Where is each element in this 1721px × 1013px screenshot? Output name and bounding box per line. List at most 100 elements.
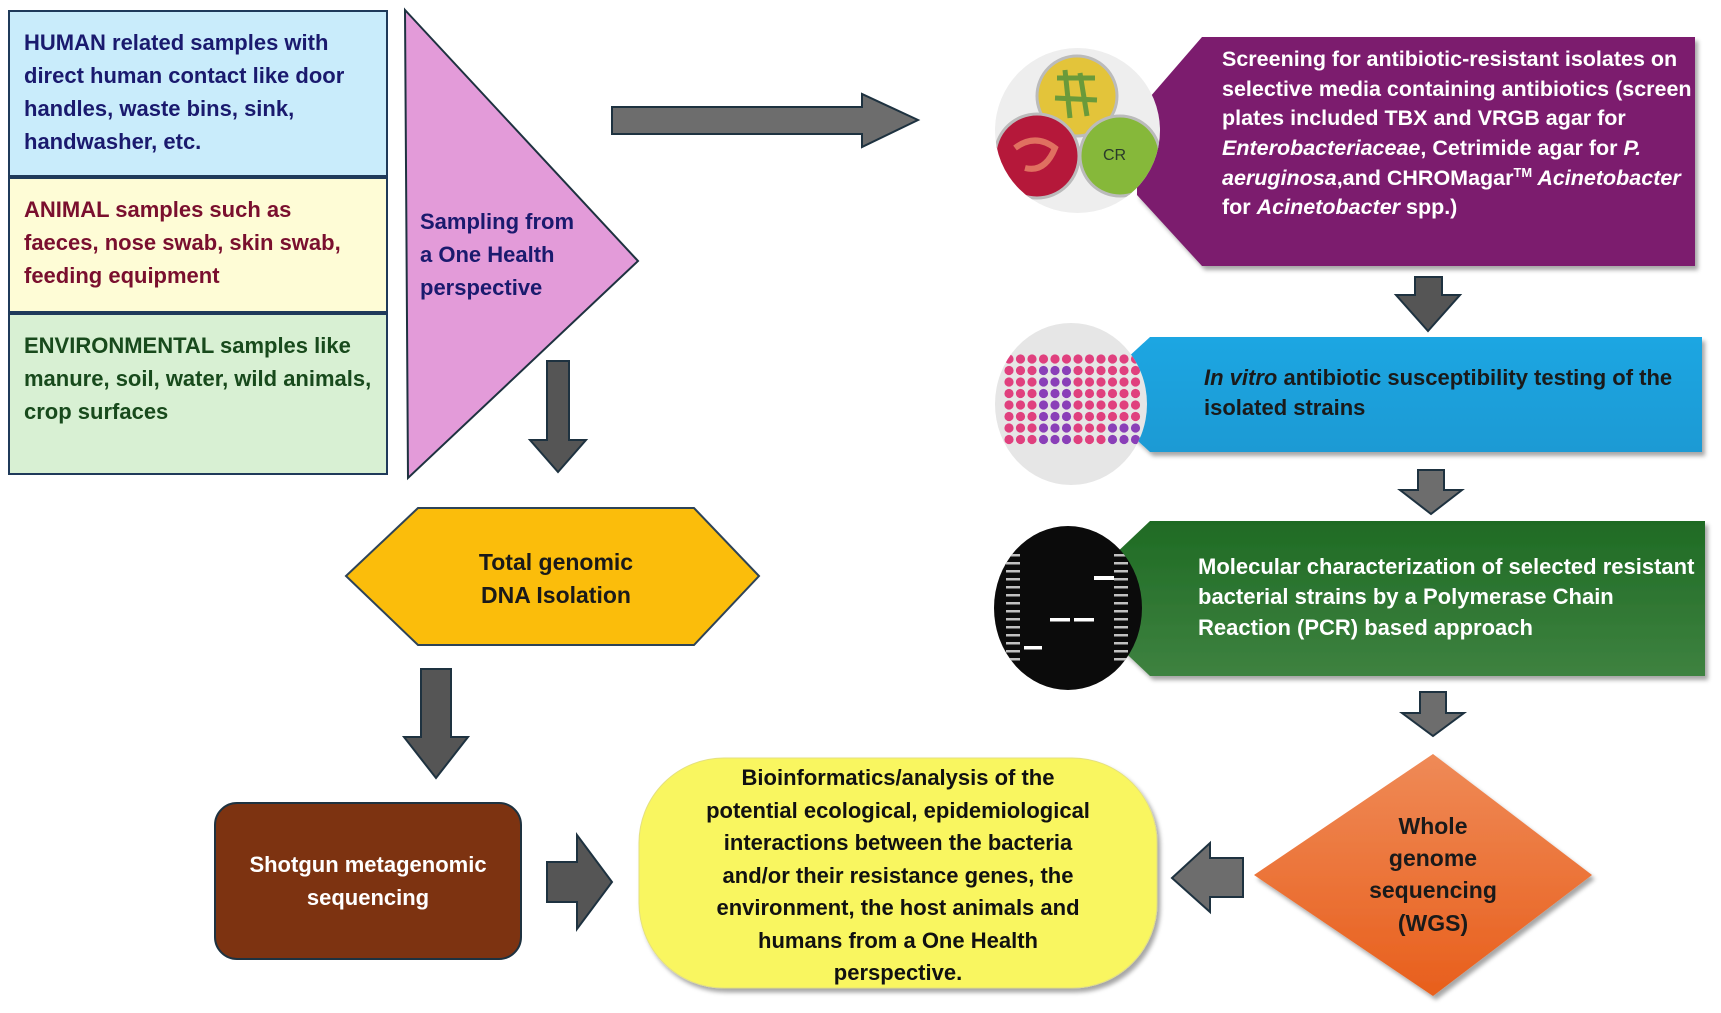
shotgun-box bbox=[214, 802, 522, 960]
plate-well bbox=[1004, 400, 1014, 410]
gel-band bbox=[1114, 642, 1128, 645]
gel-band bbox=[1006, 650, 1020, 653]
plate-well bbox=[1061, 400, 1072, 410]
plate-well bbox=[1130, 434, 1141, 445]
shotgun-line: sequencing bbox=[306, 885, 430, 910]
plate-well bbox=[1107, 377, 1118, 387]
susceptibility-italic: In vitro bbox=[1204, 365, 1278, 390]
gel-band bbox=[1114, 634, 1128, 637]
shotgun-line: Shotgun metagenomic bbox=[249, 852, 487, 877]
bio-line: Bioinformatics/analysis of the bbox=[741, 765, 1055, 790]
plate-well bbox=[1027, 423, 1037, 433]
susceptibility-text: antibiotic susceptibility testing of the… bbox=[1204, 365, 1673, 421]
gel-band bbox=[1006, 554, 1020, 557]
arrow-down-to-shotgun bbox=[401, 668, 471, 780]
plate-well bbox=[1061, 388, 1072, 399]
plate-well bbox=[1096, 400, 1106, 410]
gel-band bbox=[1006, 610, 1020, 613]
plate-well bbox=[1050, 365, 1060, 376]
wgs-diamond bbox=[1254, 754, 1592, 996]
gel-band bbox=[1114, 570, 1128, 573]
plate-well bbox=[1096, 377, 1106, 387]
molecular-box bbox=[1112, 521, 1705, 676]
source-animal-box: ANIMAL samples such as faeces, nose swab… bbox=[8, 177, 388, 313]
gel-band bbox=[1114, 578, 1128, 581]
plate-well bbox=[1015, 400, 1026, 410]
dna-isolation-label: Total genomic DNA Isolation bbox=[418, 546, 694, 613]
plate-well bbox=[1004, 411, 1014, 422]
plate-well bbox=[1061, 423, 1072, 433]
gel-band bbox=[1006, 570, 1020, 573]
plate-well bbox=[1050, 423, 1060, 433]
plate-well bbox=[1107, 365, 1118, 376]
bio-line: humans from a One Health bbox=[758, 927, 1038, 953]
screening-italic: Enterobacteriaceae bbox=[1222, 135, 1421, 160]
bio-line: potential ecological, epidemiological bbox=[706, 797, 1090, 823]
plate-well bbox=[1130, 388, 1141, 399]
plate-well bbox=[1038, 434, 1049, 445]
plate-well bbox=[1119, 388, 1129, 399]
gel-band bbox=[1006, 602, 1020, 605]
screening-text: Screening for antibiotic-resistant isola… bbox=[1222, 47, 1692, 131]
plate-well bbox=[1084, 434, 1095, 445]
gel-band bbox=[1094, 576, 1114, 580]
gel-band bbox=[1006, 626, 1020, 629]
screening-text: ,and CHROMagar bbox=[1336, 165, 1514, 190]
plate-well bbox=[1130, 423, 1141, 433]
human-text: related samples with direct human contac… bbox=[24, 30, 345, 154]
plate-well bbox=[1073, 400, 1083, 410]
plate-well bbox=[1015, 434, 1026, 445]
plate-well bbox=[1015, 365, 1026, 376]
plate-well bbox=[1096, 423, 1106, 433]
plate-well bbox=[1119, 423, 1129, 433]
environmental-label: ENVIRONMENTAL bbox=[24, 333, 214, 358]
plate-well bbox=[1084, 423, 1095, 433]
plate-well bbox=[1038, 377, 1049, 387]
plate-well bbox=[1038, 354, 1049, 364]
plate-well bbox=[1107, 400, 1118, 410]
plate-well bbox=[1027, 377, 1037, 387]
plate-well bbox=[1107, 411, 1118, 422]
trademark-superscript: TM bbox=[1513, 164, 1533, 180]
gel-band bbox=[1024, 646, 1042, 650]
plate-well bbox=[1061, 365, 1072, 376]
plate-well bbox=[1130, 377, 1141, 387]
bioinformatics-label: Bioinformatics/analysis of the potential… bbox=[650, 762, 1146, 990]
gel-band bbox=[1050, 618, 1070, 622]
susceptibility-label: In vitro antibiotic susceptibility testi… bbox=[1204, 363, 1684, 424]
gel-band bbox=[1114, 658, 1128, 661]
dna-line: Total genomic bbox=[478, 549, 634, 575]
wgs-line: genome bbox=[1388, 845, 1478, 872]
plate-well bbox=[1027, 354, 1037, 364]
screening-text: spp.) bbox=[1400, 195, 1458, 220]
gel-band bbox=[1114, 626, 1128, 629]
plate-well bbox=[1050, 411, 1060, 422]
gel-band bbox=[1006, 586, 1020, 589]
microplate-photo bbox=[995, 323, 1147, 485]
plate-well bbox=[1038, 411, 1049, 422]
plate-well bbox=[1038, 365, 1049, 376]
arrow-down-to-molecular bbox=[1397, 469, 1465, 516]
plate-well bbox=[1107, 388, 1118, 399]
gel-band bbox=[1114, 586, 1128, 589]
plate-well bbox=[1061, 377, 1072, 387]
gel-band bbox=[1114, 594, 1128, 597]
wgs-line: Whole bbox=[1398, 813, 1468, 839]
bio-line: interactions between the bacteria bbox=[723, 830, 1073, 856]
plate-well bbox=[1119, 434, 1129, 445]
plate-well bbox=[1096, 365, 1106, 376]
screening-italic: P. aeruginosa bbox=[1222, 135, 1642, 190]
plate-well bbox=[1027, 365, 1037, 376]
arrow-right-to-screening bbox=[611, 92, 921, 149]
plate-well bbox=[1130, 365, 1141, 376]
sampling-label: Sampling from a One Health perspective bbox=[420, 205, 574, 304]
plate-well bbox=[1050, 354, 1060, 364]
gel-band bbox=[1114, 618, 1128, 621]
sampling-line: Sampling from bbox=[420, 209, 575, 234]
screening-italic: Acinetobacter bbox=[1532, 165, 1681, 190]
plate-well bbox=[1084, 354, 1095, 364]
plate-well bbox=[1107, 354, 1118, 364]
plate-well bbox=[1084, 388, 1095, 399]
plate-well bbox=[1107, 434, 1118, 445]
plate-well bbox=[1084, 377, 1095, 387]
